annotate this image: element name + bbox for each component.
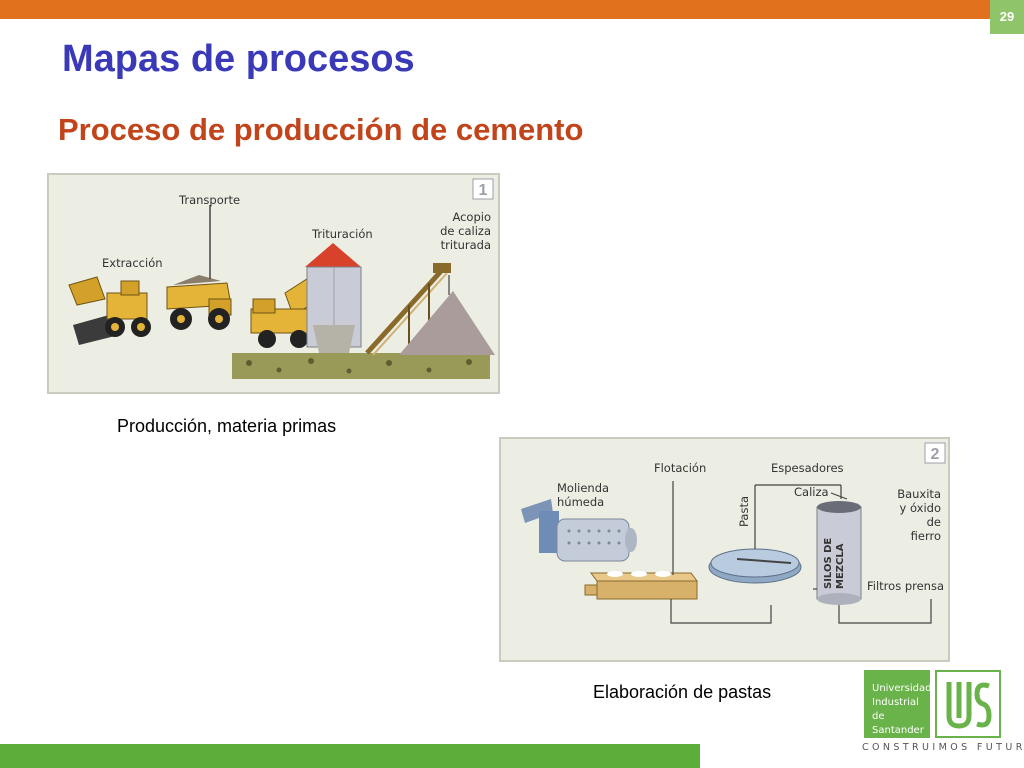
haul-truck <box>166 275 232 330</box>
diagram-panel-paste-preparation: 2 Molienda húmeda Flotación Espesadores … <box>499 437 950 662</box>
flotation-cells <box>584 571 698 600</box>
panel-number-box <box>472 178 494 200</box>
panel-number: 2 <box>931 446 940 463</box>
university-tagline: CONSTRUIMOS FUTURO <box>862 742 1024 753</box>
limestone-stockpile <box>399 291 495 355</box>
label-acopio: Acopio de caliza triturada <box>440 210 491 252</box>
loader-vehicle <box>68 276 151 345</box>
university-logo-text: Universidad Industrial de Santander <box>864 670 931 738</box>
label-pasta: Pasta <box>737 495 751 527</box>
label-bauxita: Bauxita y óxido de fierro <box>897 487 941 543</box>
label-espesadores: Espesadores <box>771 461 844 475</box>
wet-mill <box>521 499 637 562</box>
label-flotacion: Flotación <box>654 461 707 475</box>
ground-strip <box>232 353 490 379</box>
raw-materials-illustration: 1 <box>68 178 495 379</box>
label-molienda: Molienda húmeda <box>557 481 610 509</box>
slide-title: Mapas de procesos <box>62 38 415 80</box>
thickener-tank <box>708 548 802 584</box>
panel-number-box <box>924 442 946 464</box>
label-transporte: Transporte <box>179 193 241 207</box>
caption-paste-preparation: Elaboración de pastas <box>593 682 772 702</box>
panel-number: 1 <box>479 182 488 199</box>
top-accent-bar <box>0 0 990 19</box>
crusher-building <box>305 243 362 353</box>
label-filtros: Filtros prensa <box>867 579 945 593</box>
label-silos: SILOS DE MEZCLA <box>823 537 846 589</box>
mixing-silo <box>816 501 862 605</box>
bottom-accent-bar <box>0 744 700 768</box>
label-caliza: Caliza <box>794 485 829 499</box>
label-extraccion: Extracción <box>102 256 163 270</box>
uis-emblem-icon <box>935 670 1001 738</box>
paste-preparation-illustration: 2 <box>521 442 946 624</box>
label-trituracion: Trituración <box>312 227 373 241</box>
caption-raw-materials: Producción, materia primas <box>117 416 337 436</box>
page-number-badge: 29 <box>990 0 1024 34</box>
slide-subtitle: Proceso de producción de cemento <box>58 112 584 147</box>
diagram-panel-raw-materials: 1 Extracción Transporte Trituración Acop… <box>47 173 500 394</box>
